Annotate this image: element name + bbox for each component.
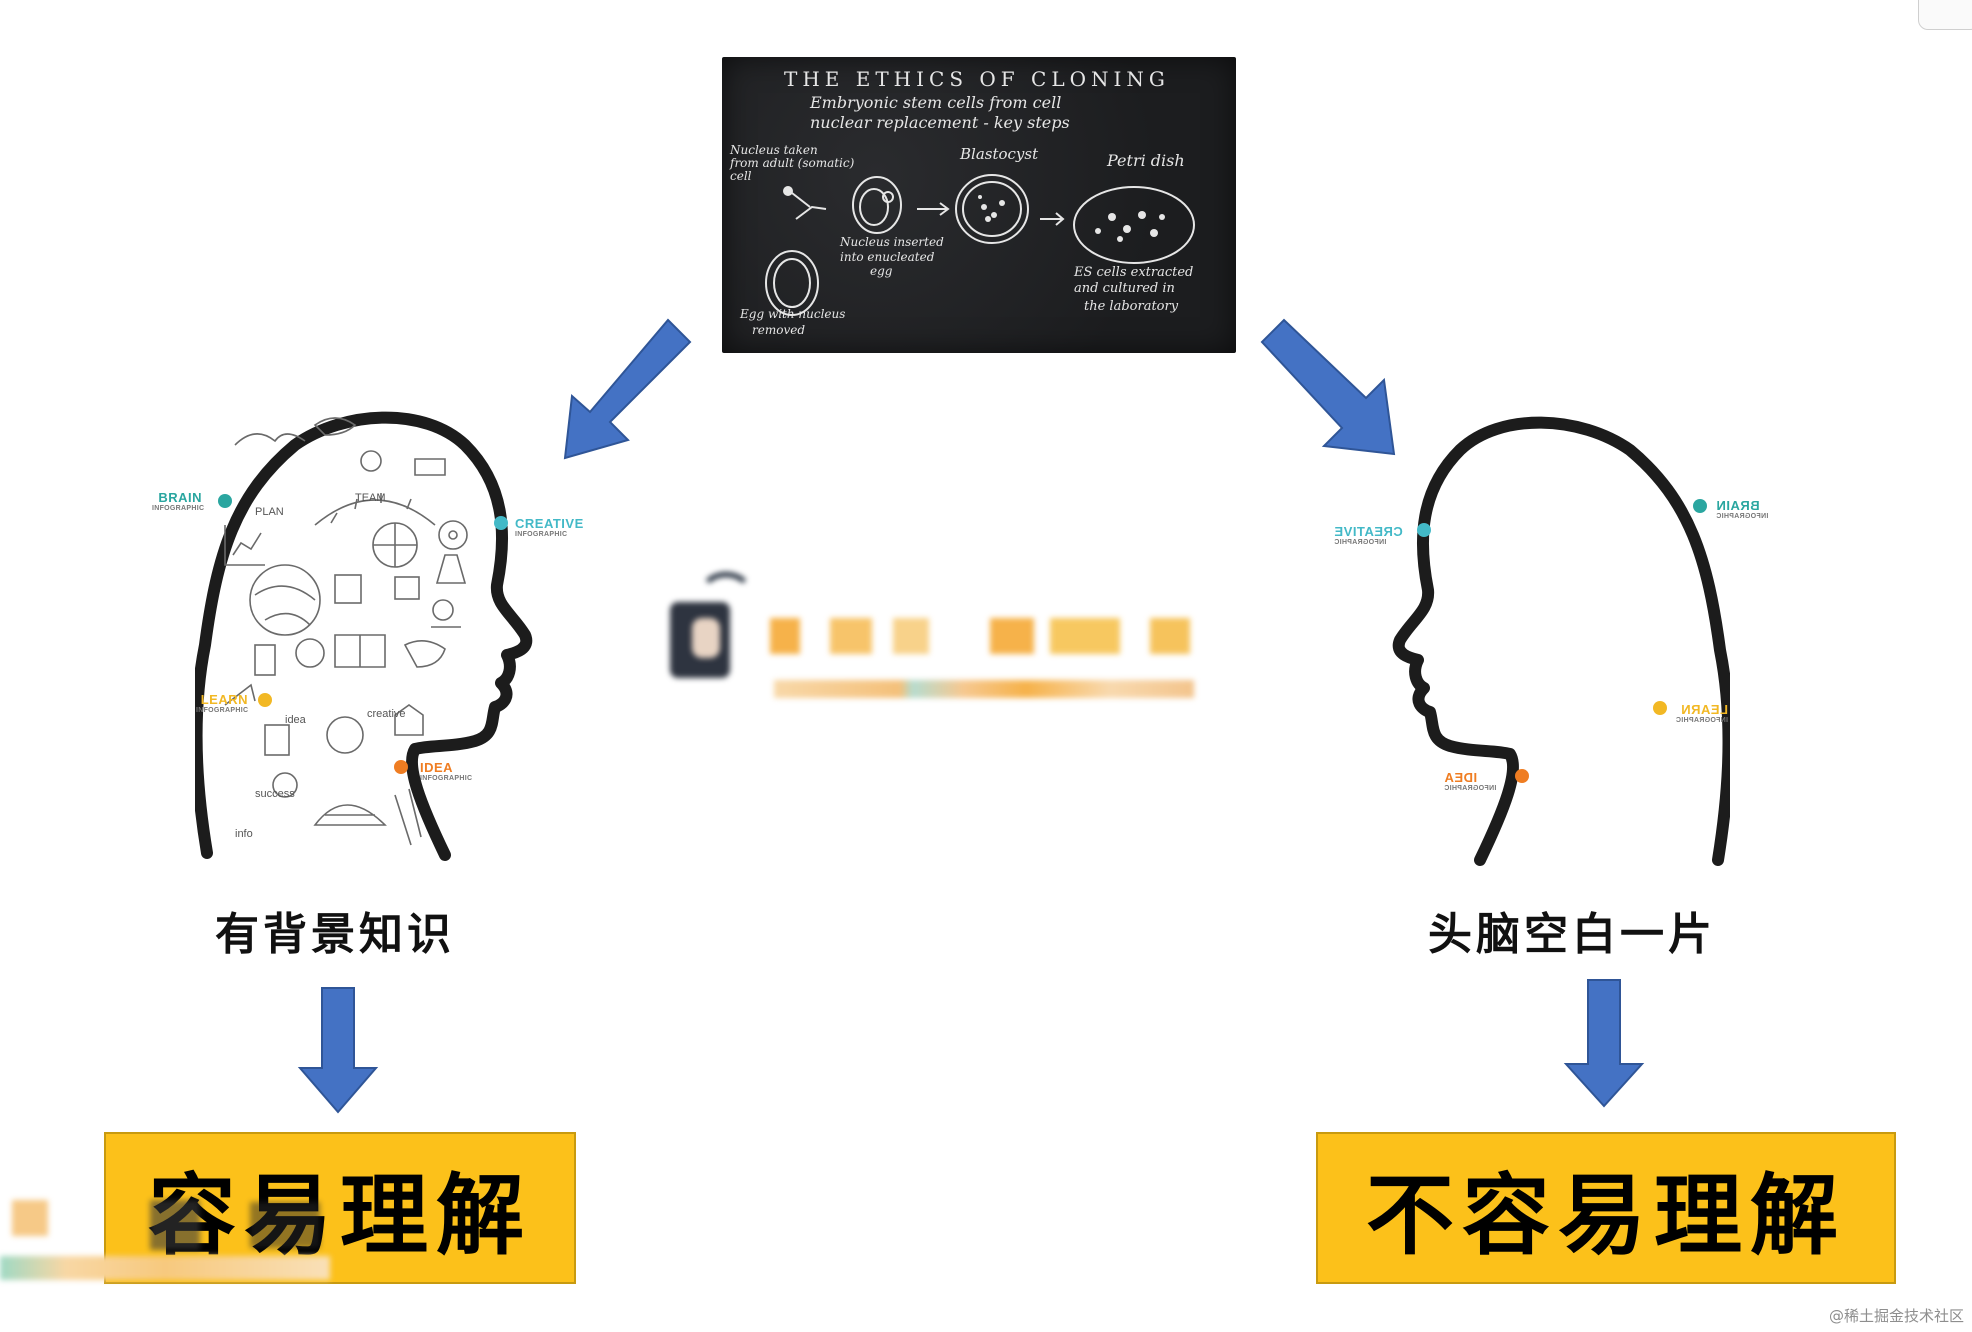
caption-blank-mind: 头脑空白一片 bbox=[1428, 909, 1716, 960]
blurred-block bbox=[250, 1202, 320, 1248]
blurred-block bbox=[830, 618, 872, 654]
learn-dot bbox=[258, 693, 272, 707]
avatar-icon bbox=[652, 572, 762, 712]
board-label: Nucleus inserted bbox=[840, 235, 944, 249]
board-label: into enucleated bbox=[840, 250, 935, 264]
board-title: THE ETHICS OF CLONING bbox=[784, 67, 1170, 91]
idea-dot bbox=[394, 760, 408, 774]
board-label: cell bbox=[730, 169, 752, 183]
board-label: from adult (somatic) bbox=[730, 156, 855, 170]
board-label: and cultured in bbox=[1074, 281, 1175, 296]
creative-tag: CREATIVE INFOGRAPHIC bbox=[515, 516, 584, 538]
creative-tag-mirrored: CREATIVE INFOGRAPHIC bbox=[1334, 524, 1403, 546]
blurred-block bbox=[0, 1256, 330, 1280]
board-subtitle-1: Embryonic stem cells from cell bbox=[810, 93, 1062, 112]
corner-tab bbox=[1918, 0, 1972, 30]
head-silhouette-icon: PLAN TEAM idea success info creative bbox=[195, 411, 533, 861]
blurred-block bbox=[990, 618, 1034, 654]
blurred-block bbox=[774, 680, 1194, 698]
arrow-down-icon bbox=[297, 987, 379, 1114]
creative-dot bbox=[494, 516, 508, 530]
board-label: Nucleus taken bbox=[730, 143, 818, 157]
result-hard-to-understand: 不容易理解 bbox=[1316, 1132, 1896, 1284]
board-label: Blastocyst bbox=[960, 145, 1039, 163]
learn-tag-mirrored: LEARN INFOGRAPHIC bbox=[1675, 702, 1728, 724]
board-label: Petri dish bbox=[1107, 151, 1185, 170]
doodle-text: creative bbox=[367, 708, 406, 720]
doodle-text: idea bbox=[285, 714, 307, 726]
cloning-blackboard-image: THE ETHICS OF CLONING Embryonic stem cel… bbox=[722, 57, 1236, 353]
doodle-text: PLAN bbox=[255, 506, 284, 518]
doodle-text: TEAM bbox=[355, 492, 386, 504]
board-label: the laboratory bbox=[1084, 299, 1179, 314]
doodle-text: info bbox=[235, 828, 253, 840]
brain-tag: BRAIN INFOGRAPHIC bbox=[152, 490, 205, 512]
board-subtitle-2: nuclear replacement - key steps bbox=[810, 113, 1070, 132]
result-hard-text: 不容易理解 bbox=[1365, 1163, 1846, 1267]
blurred-block bbox=[12, 1200, 48, 1236]
idea-tag-mirrored: IDEA INFOGRAPHIC bbox=[1444, 770, 1497, 792]
blurred-block bbox=[1050, 618, 1120, 654]
blurred-block bbox=[893, 618, 929, 654]
blurred-block bbox=[150, 1200, 200, 1250]
result-easy-text: 容易理解 bbox=[147, 1163, 532, 1267]
idea-tag: IDEA INFOGRAPHIC bbox=[420, 760, 473, 782]
caption-has-background-knowledge: 有背景知识 bbox=[215, 909, 455, 960]
board-label: removed bbox=[752, 323, 806, 337]
blurred-block bbox=[1150, 618, 1190, 654]
cloning-steps-drawing bbox=[765, 174, 1195, 316]
blurred-block bbox=[770, 618, 800, 654]
arrow-down-right-icon bbox=[1260, 318, 1396, 456]
head-silhouette-icon bbox=[1392, 416, 1730, 866]
board-label: egg bbox=[870, 264, 893, 278]
brain-tag-mirrored: BRAIN INFOGRAPHIC bbox=[1716, 498, 1769, 520]
brain-dot bbox=[218, 494, 232, 508]
arrow-down-left-icon bbox=[563, 318, 692, 460]
doodle-text: success bbox=[255, 788, 295, 800]
arrow-down-icon bbox=[1563, 979, 1645, 1108]
watermark: @稀土掘金技术社区 bbox=[1828, 1307, 1964, 1325]
learn-tag: LEARN INFOGRAPHIC bbox=[196, 692, 249, 714]
board-label: ES cells extracted bbox=[1074, 265, 1194, 280]
